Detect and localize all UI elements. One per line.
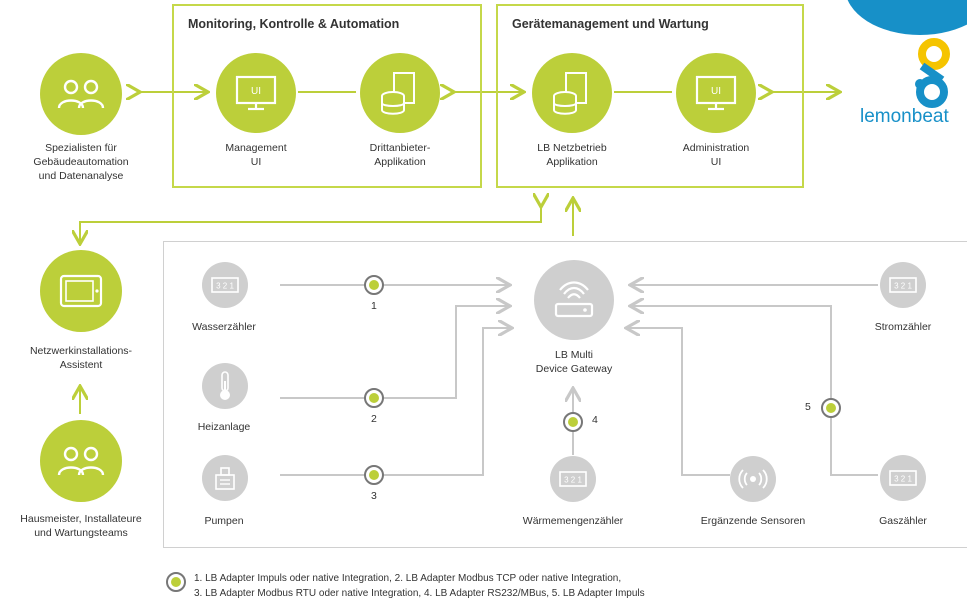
meter-icon: 3 2 1 [559,471,587,487]
meter-digits: 3 2 1 [564,476,582,485]
meter-digits: 3 2 1 [894,475,912,484]
ui-text: UI [711,86,721,97]
gateway-label: LB Multi Device Gateway [535,349,613,375]
people-icon [57,79,105,109]
monitor-icon: UI [695,75,737,111]
pump-icon [215,467,235,490]
pumps-node [202,455,248,501]
water-meter-label: Wasserzähler [192,321,256,333]
thermometer-icon [220,371,230,400]
people-icon [57,446,105,476]
installation-assistant-node [40,250,122,332]
adapter-marker-5 [821,398,841,418]
monitoring-box-title: Monitoring, Kontrolle & Automation [188,17,400,31]
marker-number-2: 2 [371,413,377,425]
router-icon [554,281,594,318]
marker-number-4: 4 [592,414,598,426]
lemonbeat-logo-icon [915,38,950,108]
line-sensors [628,328,730,476]
admin-ui-node: UI [676,53,756,133]
sensors-label: Ergänzende Sensoren [700,515,806,527]
electricity-meter-label: Stromzähler [874,321,932,333]
legend-line-1: 1. LB Adapter Impuls oder native Integra… [194,573,622,584]
installation-assistant-label: Netzwerkinstallations- Assistent [29,345,133,371]
lb-network-app-label: LB Netzbetrieb Applikation [537,142,607,168]
legend-line-2: 3. LB Adapter Modbus RTU oder native Int… [194,588,645,599]
meter-digits: 3 2 1 [216,282,234,291]
marker-number-5: 5 [805,401,811,413]
meter-icon: 3 2 1 [889,277,917,293]
management-ui-node: UI [216,53,296,133]
device-network-area [163,241,967,548]
gateway-node [534,260,614,340]
adapter-marker-2 [364,388,384,408]
adapter-marker-1 [364,275,384,295]
sensor-signal-icon [738,469,768,489]
meter-digits: 3 2 1 [894,282,912,291]
server-database-icon [553,72,587,115]
adapter-marker-3 [364,465,384,485]
adapter-marker-4 [563,412,583,432]
gas-meter-label: Gaszähler [879,515,927,527]
device-management-box-title: Gerätemanagement und Wartung [512,17,709,31]
water-meter-node: 3 2 1 [202,262,248,308]
tablet-icon [59,274,103,308]
gas-meter-node: 3 2 1 [880,455,926,501]
heating-node [202,363,248,409]
legend-marker [166,572,186,592]
arrow-box-to-assistant [80,205,541,242]
caretakers-label: Hausmeister, Installateure und Wartungst… [20,513,142,539]
pumps-label: Pumpen [204,515,244,527]
monitor-icon: UI [235,75,277,111]
specialists-label: Spezialisten für Gebäudeautomation und D… [33,142,129,182]
server-database-icon [381,72,415,115]
heat-meter-node: 3 2 1 [550,456,596,502]
meter-icon: 3 2 1 [211,277,239,293]
lemonbeat-logo-text: lemonbeat [860,106,949,127]
marker-number-3: 3 [371,490,377,502]
lb-network-app-node [532,53,612,133]
admin-ui-label: Administration UI [682,142,750,168]
heat-meter-label: Wärmemengenzähler [522,515,624,527]
sensors-node [730,456,776,502]
specialists-node [40,53,122,135]
heating-label: Heizanlage [197,421,251,433]
third-party-app-label: Drittanbieter- Applikation [369,142,431,168]
management-ui-label: Management UI [225,142,287,168]
marker-number-1: 1 [371,300,377,312]
electricity-meter-node: 3 2 1 [880,262,926,308]
meter-icon: 3 2 1 [889,470,917,486]
third-party-app-node [360,53,440,133]
monitoring-box: Monitoring, Kontrolle & Automation [172,4,482,188]
line-gas [632,306,878,476]
caretakers-node [40,420,122,502]
device-management-box: Gerätemanagement und Wartung [496,4,804,188]
ui-text: UI [251,86,261,97]
